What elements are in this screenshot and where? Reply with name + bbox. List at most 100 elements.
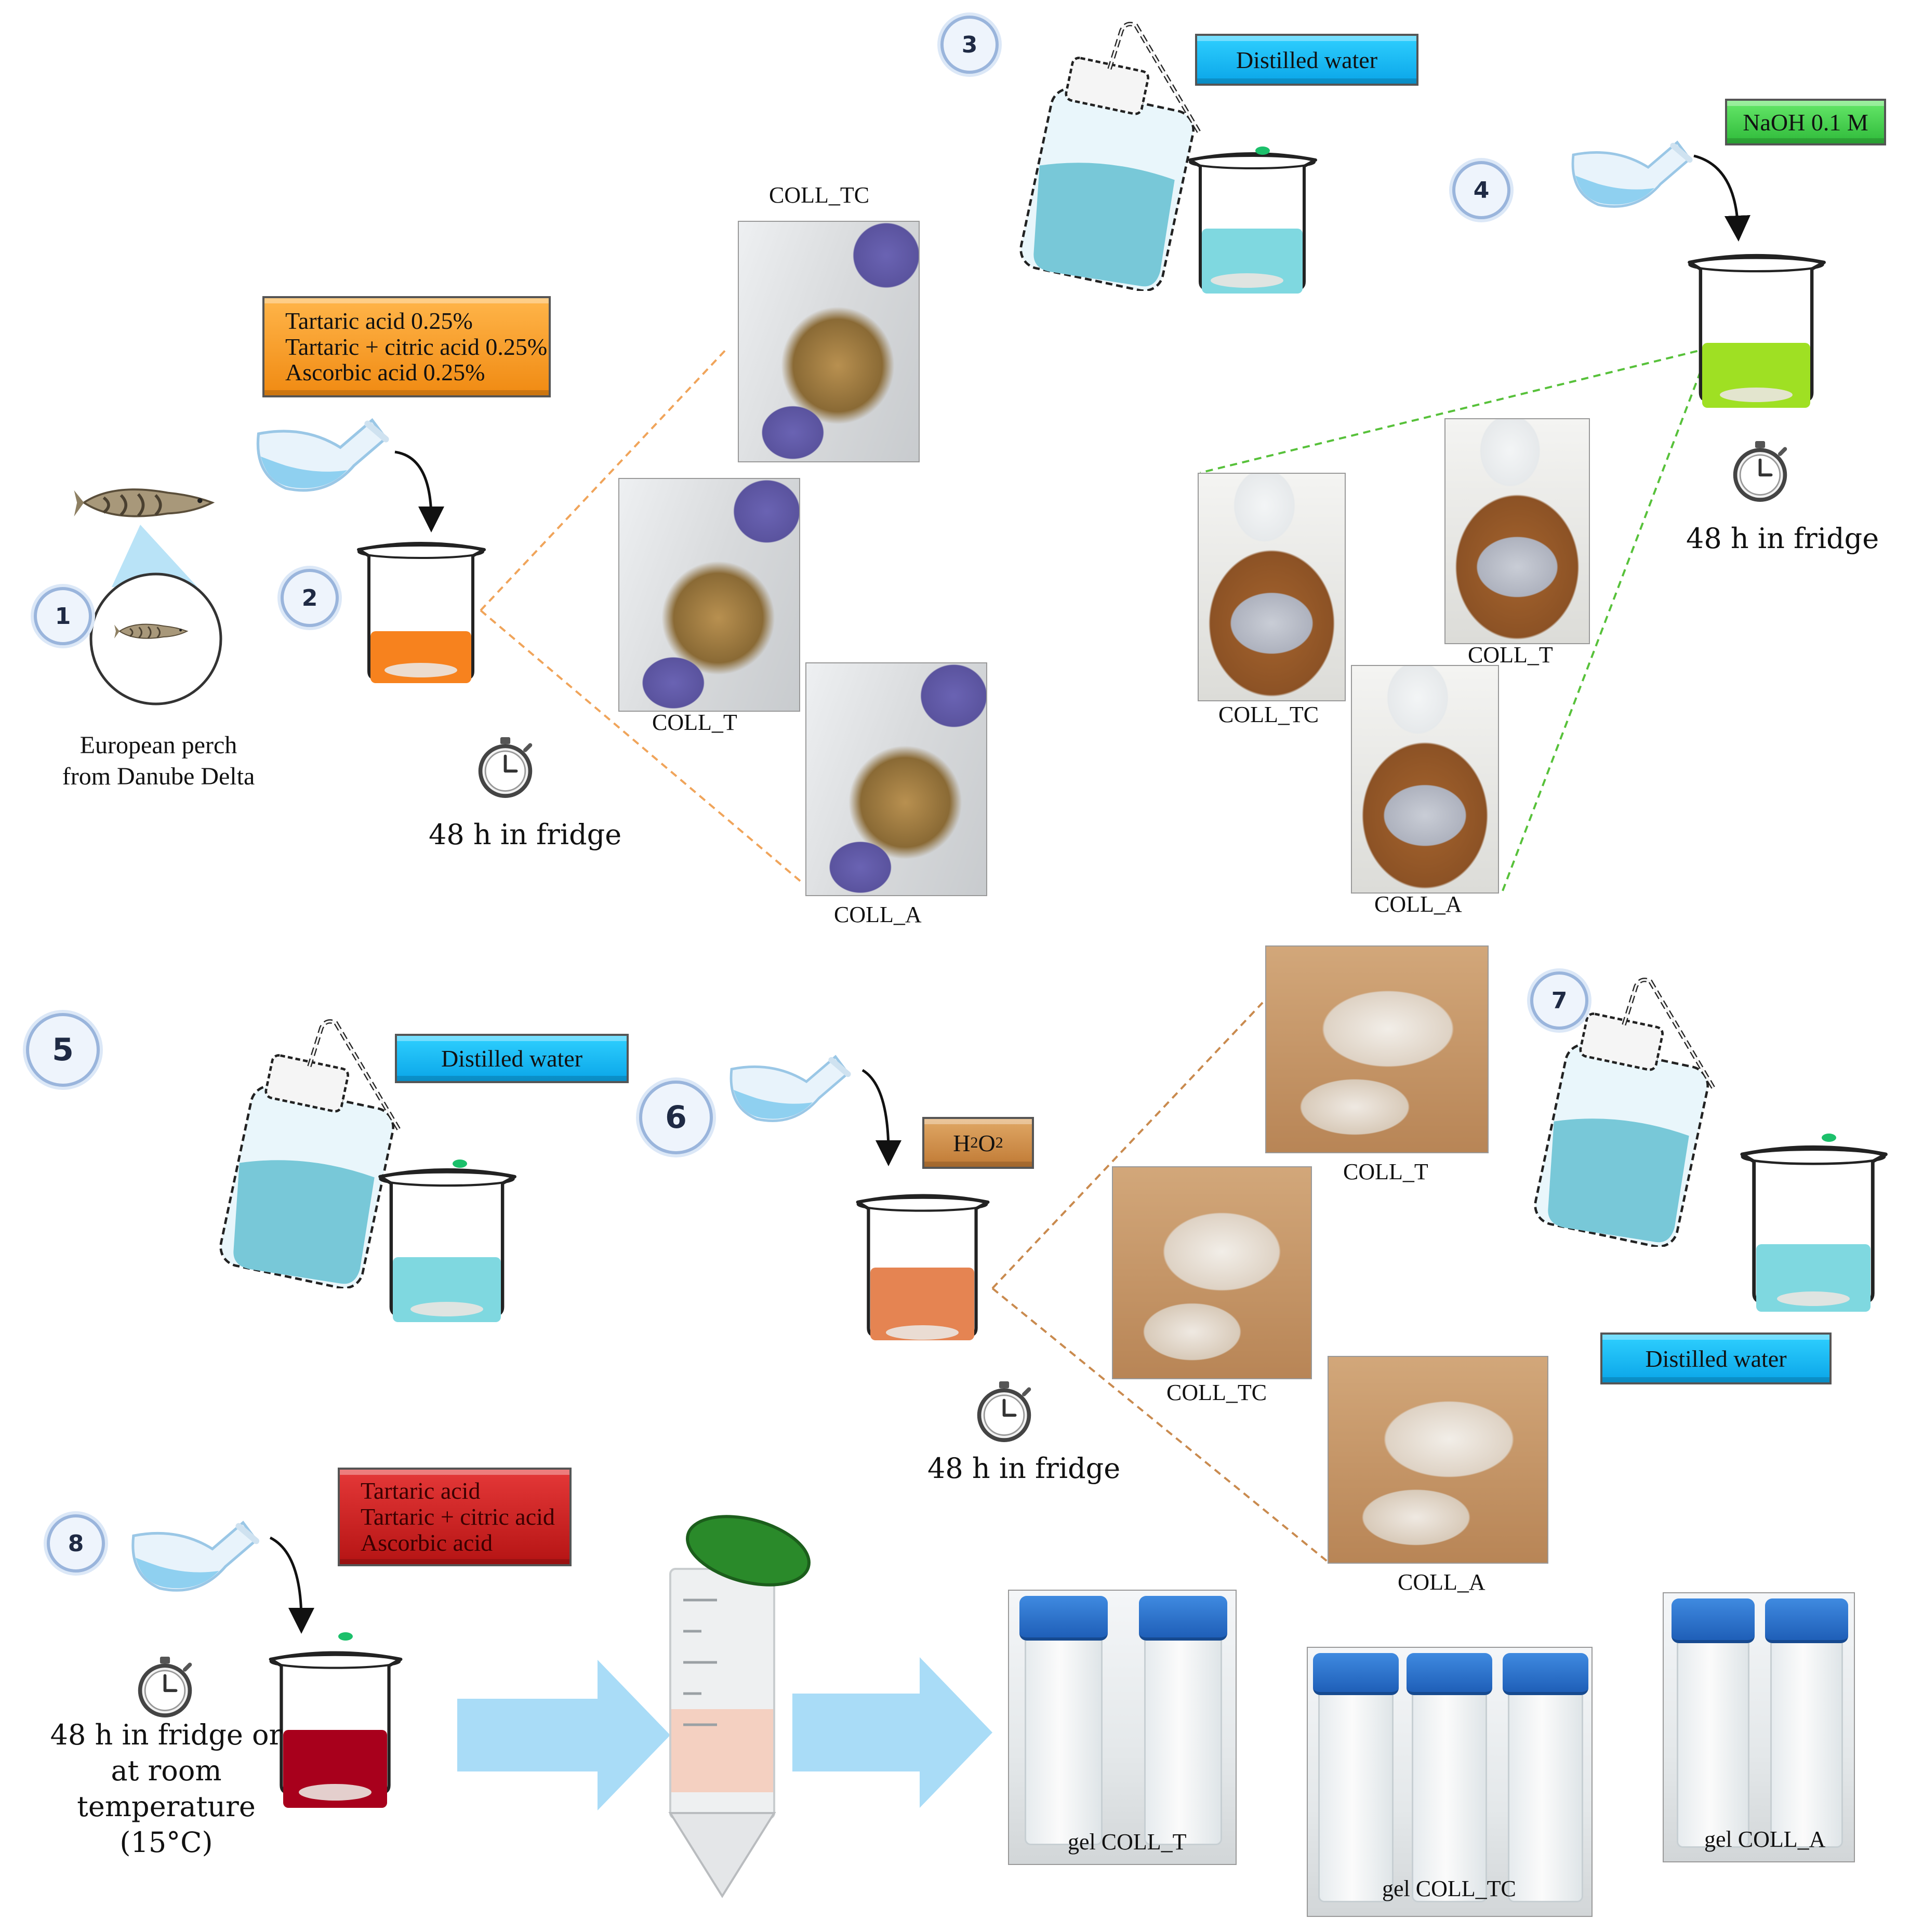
- beaker-4: [1689, 256, 1824, 408]
- falcon-graduations: [683, 1598, 717, 1726]
- photo-coll-t-acid: [618, 478, 800, 712]
- h2o2-sub-1: 2: [970, 1134, 978, 1151]
- step1-fish-group: [74, 489, 222, 705]
- pour-arrows: [269, 154, 1750, 1634]
- gel-a-cap-1: [1672, 1598, 1755, 1643]
- process-arrow-2: [792, 1657, 992, 1808]
- sample-label-tc-4: COLL_TC: [1218, 702, 1319, 727]
- flask-icon-2: [258, 420, 386, 490]
- distilled-water-box-3: Distilled water: [1195, 34, 1418, 86]
- fridge-room-line-2: at room: [111, 1754, 222, 1788]
- acid-pretreatment-line-2: Tartaric + citric acid 0.25%: [285, 333, 548, 360]
- step-8: 8: [47, 1514, 105, 1573]
- fridge-label-4: 48 h in fridge: [1686, 522, 1879, 555]
- beaker-3: [1190, 146, 1316, 294]
- acid-pretreatment-line-3: Ascorbic acid 0.25%: [285, 359, 485, 386]
- gel-a-cap-2: [1765, 1598, 1848, 1643]
- fish-caption: European perch from Danube Delta: [31, 730, 286, 792]
- fish-caption-line-1: European perch: [79, 731, 237, 759]
- wash-bottle-icon-5: [217, 1021, 399, 1291]
- liquid-6: [870, 1268, 974, 1340]
- gel-t-tube-1: [1025, 1622, 1103, 1845]
- gel-label-t: gel COLL_T: [1068, 1829, 1187, 1855]
- step-1: 1: [34, 587, 92, 645]
- beaker-5: [380, 1160, 514, 1322]
- acid-extraction-line-2: Tartaric + citric acid: [361, 1503, 555, 1530]
- magnifier-beam: [112, 525, 197, 587]
- flask-icon-8: [133, 1523, 256, 1590]
- acid-pretreatment-line-1: Tartaric acid 0.25%: [285, 307, 473, 334]
- photo-coll-tc-naoh: [1198, 473, 1346, 701]
- connector-step6-t: [991, 1002, 1264, 1289]
- skin-pieces-2: [384, 663, 457, 677]
- gel-label-tc: gel COLL_TC: [1382, 1876, 1516, 1901]
- falcon-cone: [668, 1812, 776, 1898]
- beaker-6: [858, 1196, 988, 1340]
- beaker-8: [271, 1632, 401, 1808]
- flask-icon-4: [1573, 142, 1690, 207]
- pour-arrow-4: [1693, 154, 1750, 242]
- beaker-7: [1742, 1134, 1886, 1312]
- falcon-liquid: [671, 1709, 773, 1792]
- photo-gel-coll-t: [1008, 1590, 1237, 1865]
- skin-pieces-7: [1777, 1291, 1850, 1306]
- stopwatch-icon-2: [481, 737, 530, 796]
- fridge-label-2: 48 h in fridge: [429, 818, 622, 851]
- photo-coll-a-naoh: [1351, 665, 1499, 894]
- naoh-box: NaOH 0.1 M: [1725, 99, 1886, 145]
- connector-step6-a: [991, 1287, 1331, 1565]
- skin-pieces-5: [410, 1302, 483, 1316]
- distilled-water-box-5: Distilled water: [395, 1034, 629, 1083]
- sample-label-a-6: COLL_A: [1398, 1569, 1485, 1595]
- process-arrow-1: [457, 1660, 670, 1810]
- gel-tc-tube-3: [1508, 1674, 1583, 1902]
- step-7: 7: [1530, 971, 1588, 1030]
- connectors: [480, 347, 1710, 1565]
- sample-label-t-4: COLL_T: [1468, 642, 1553, 668]
- skin-pieces-8: [299, 1784, 372, 1801]
- skin-pieces-6: [886, 1325, 959, 1340]
- gel-tc-cap-3: [1503, 1653, 1588, 1695]
- stopwatch-icon-4: [1735, 441, 1785, 500]
- falcon-cap-icon: [686, 1515, 811, 1587]
- gel-tc-tube-1: [1318, 1674, 1394, 1902]
- gel-tc-cap-1: [1313, 1653, 1399, 1695]
- pour-arrow-6: [861, 1069, 901, 1166]
- acid-extraction-line-1: Tartaric acid: [361, 1477, 481, 1504]
- photo-coll-a-acid: [805, 662, 987, 896]
- fridge-room-line-3: temperature: [77, 1790, 256, 1823]
- skin-pieces-3: [1211, 273, 1283, 288]
- connector-step4-left: [1200, 347, 1710, 474]
- beaker-lid-dot-8: [338, 1632, 353, 1641]
- h2o2-sub-2: 2: [995, 1134, 1003, 1151]
- step-2: 2: [281, 569, 339, 627]
- acid-pretreatment-box: Tartaric acid 0.25% Tartaric + citric ac…: [262, 296, 551, 397]
- connector-step4-right: [1501, 348, 1710, 894]
- fridge-room-label: 48 h in fridge or at room temperature (1…: [49, 1717, 283, 1860]
- skin-pieces-4: [1720, 388, 1793, 402]
- photo-coll-t-naoh: [1444, 418, 1590, 644]
- stopwatch-icon-8: [140, 1657, 190, 1715]
- gel-t-cap-2: [1139, 1596, 1227, 1641]
- fridge-room-line-1: 48 h in fridge or: [50, 1718, 283, 1751]
- beaker-2: [359, 543, 484, 683]
- sample-label-tc-6: COLL_TC: [1166, 1380, 1267, 1405]
- flask-icon-6: [731, 1057, 848, 1121]
- gel-t-tube-2: [1144, 1622, 1222, 1845]
- acid-extraction-box: Tartaric acid Tartaric + citric acid Asc…: [338, 1468, 572, 1566]
- magnifier-circle-icon: [89, 572, 222, 705]
- beaker-lid-dot-3: [1255, 146, 1270, 155]
- photo-coll-tc-h2o2: [1112, 1166, 1312, 1379]
- step-5: 5: [26, 1013, 100, 1087]
- h2o2-o: O: [978, 1129, 996, 1156]
- falcon-tube: [668, 1515, 811, 1898]
- beaker-lid-dot-7: [1822, 1134, 1836, 1142]
- sample-label-a-4: COLL_A: [1374, 891, 1462, 917]
- step-3: 3: [940, 16, 999, 74]
- fish-icon: [74, 489, 213, 516]
- gel-a-tube-2: [1770, 1624, 1843, 1848]
- gel-a-tube-1: [1677, 1624, 1749, 1848]
- photo-coll-a-h2o2: [1328, 1356, 1548, 1564]
- stopwatch-icon-6: [979, 1381, 1029, 1440]
